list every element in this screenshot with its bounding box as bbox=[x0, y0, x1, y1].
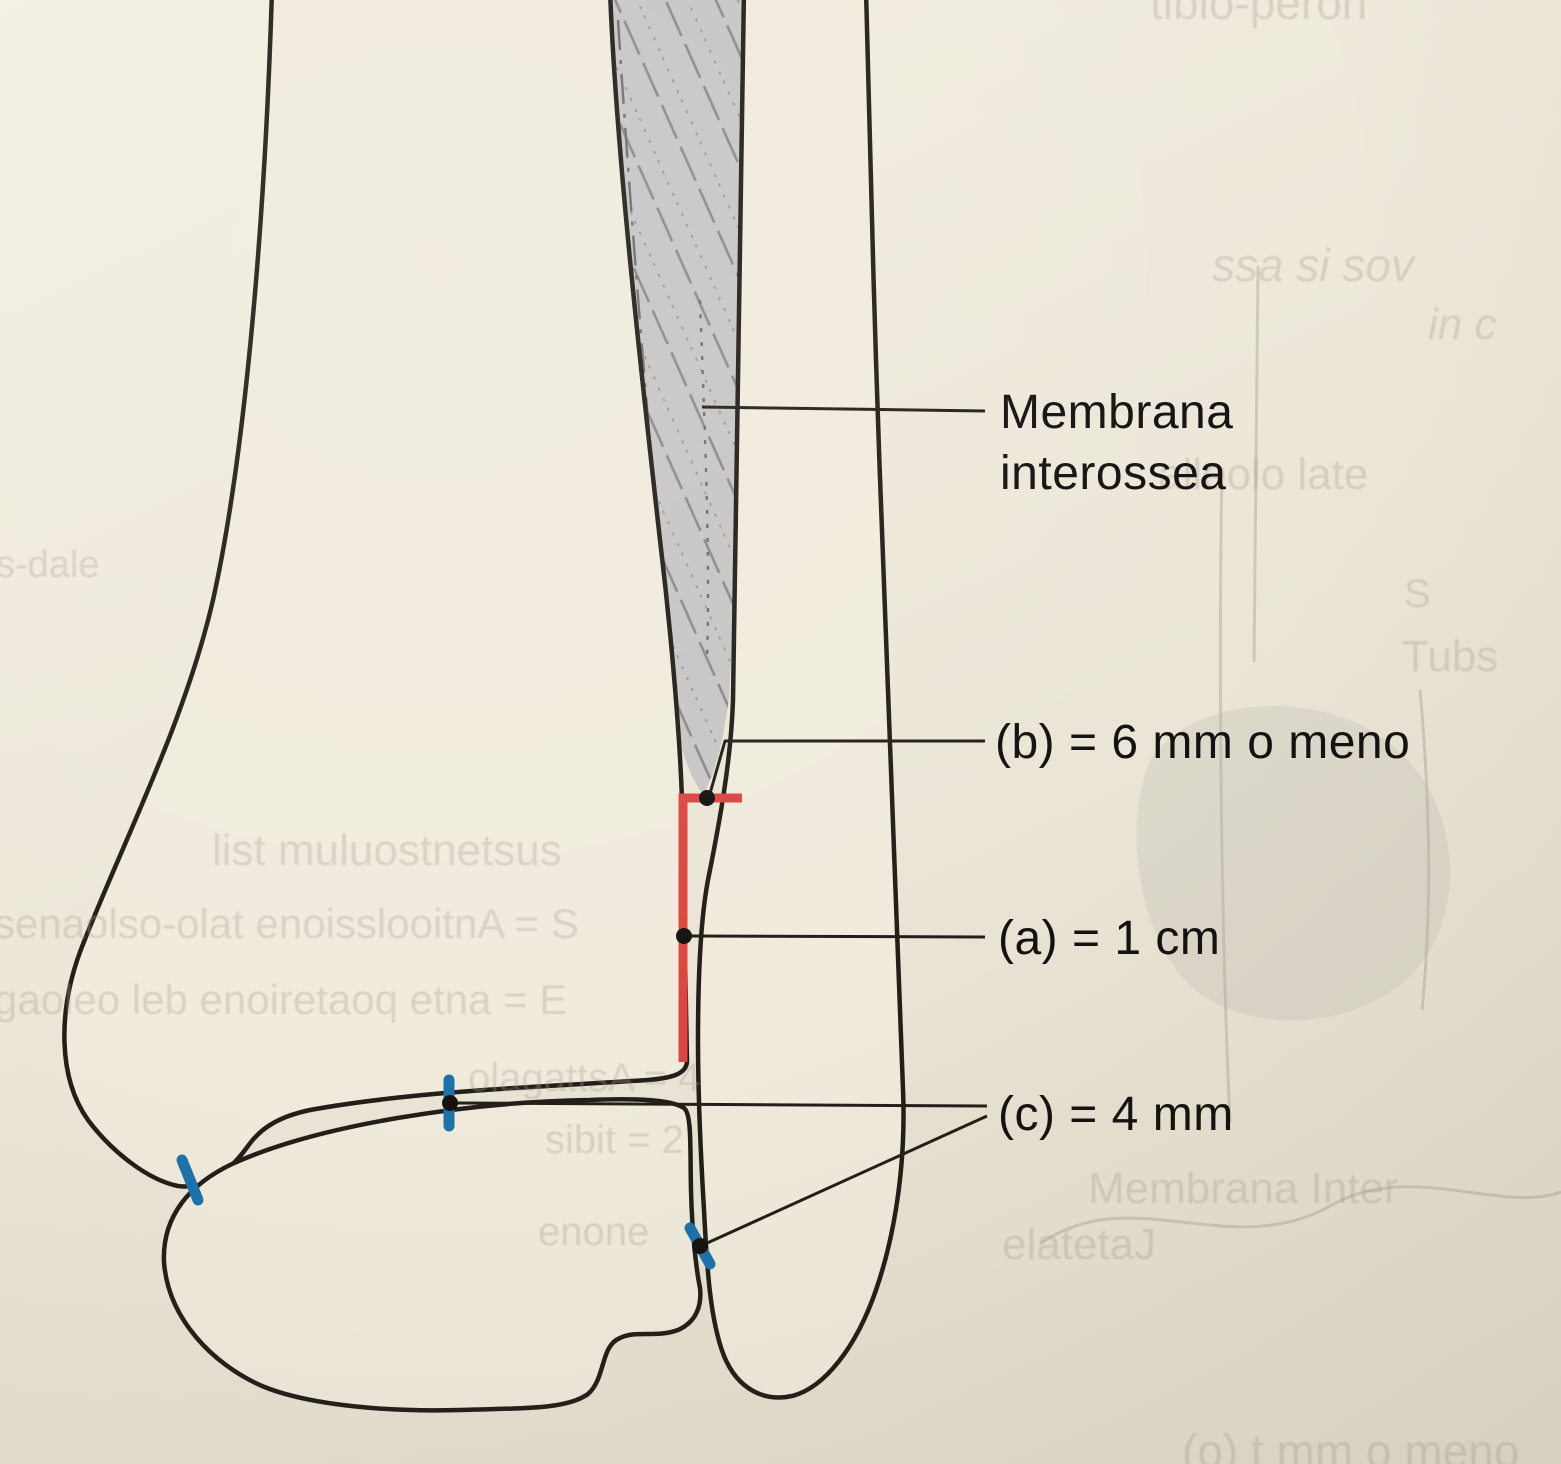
ghost-text: (o) t mm o meno bbox=[1182, 1425, 1520, 1464]
pointer-dot-a bbox=[676, 928, 692, 944]
ghost-text: senaolso-olat enoisslooitnA = S bbox=[0, 900, 579, 947]
ghost-text: list muluostnetsus bbox=[212, 826, 562, 875]
leader-c-upper bbox=[455, 1101, 988, 1108]
showthrough-line bbox=[1039, 1185, 1561, 1246]
ghost-text: S bbox=[1404, 572, 1431, 616]
label-membrana-interossea: Membrana interossea bbox=[1000, 382, 1233, 504]
page-showthrough-shapes bbox=[1039, 265, 1561, 1246]
leader-b bbox=[707, 739, 985, 798]
ghost-text: elatetaJ bbox=[1002, 1220, 1157, 1269]
showthrough-line bbox=[1418, 689, 1431, 1011]
ghost-text: s-dale bbox=[0, 544, 100, 586]
red-measurement-line bbox=[678, 793, 742, 1062]
ghost-text: sibit = 2 bbox=[545, 1118, 684, 1162]
ghost-text: olagattsA = 4 bbox=[468, 1056, 701, 1100]
talus-outline bbox=[161, 1097, 703, 1413]
label-membrana-line2: interossea bbox=[1000, 447, 1227, 500]
label-measure-b: (b) = 6 mm o meno bbox=[995, 716, 1411, 769]
tibia-outline bbox=[62, 0, 690, 1189]
showthrough-line bbox=[1218, 467, 1232, 1123]
ghost-text: gaoleo leb enoiretaoq etna = E bbox=[0, 976, 568, 1023]
showthrough-line bbox=[1252, 265, 1260, 663]
label-measure-c: (c) = 4 mm bbox=[998, 1088, 1234, 1141]
pointer-dot-b bbox=[699, 790, 715, 806]
interosseous-membrane bbox=[588, 0, 749, 794]
leader-c-lower bbox=[704, 1114, 988, 1246]
ghost-text: Membrana Inter bbox=[1088, 1164, 1399, 1213]
ghost-text: ssa si sov bbox=[1212, 239, 1414, 291]
ghost-text: enone bbox=[538, 1210, 650, 1254]
showthrough-blob bbox=[1136, 706, 1450, 1021]
ghost-text: Tubs bbox=[1402, 632, 1499, 681]
pointer-dot-c-upper bbox=[442, 1095, 458, 1111]
label-measure-a: (a) = 1 cm bbox=[998, 912, 1221, 965]
fibula-outline bbox=[695, 0, 906, 1400]
ghost-text: tibio-peron bbox=[1150, 0, 1368, 29]
pointer-dot-c-lower bbox=[692, 1238, 708, 1254]
ghost-text: in c bbox=[1428, 300, 1497, 349]
leader-membrane bbox=[701, 405, 986, 413]
ghost-text: alleolo late bbox=[1158, 450, 1369, 499]
leader-a bbox=[689, 934, 986, 939]
label-membrana-line1: Membrana bbox=[1000, 386, 1234, 439]
blue-tick-medial-joint bbox=[176, 1154, 204, 1206]
